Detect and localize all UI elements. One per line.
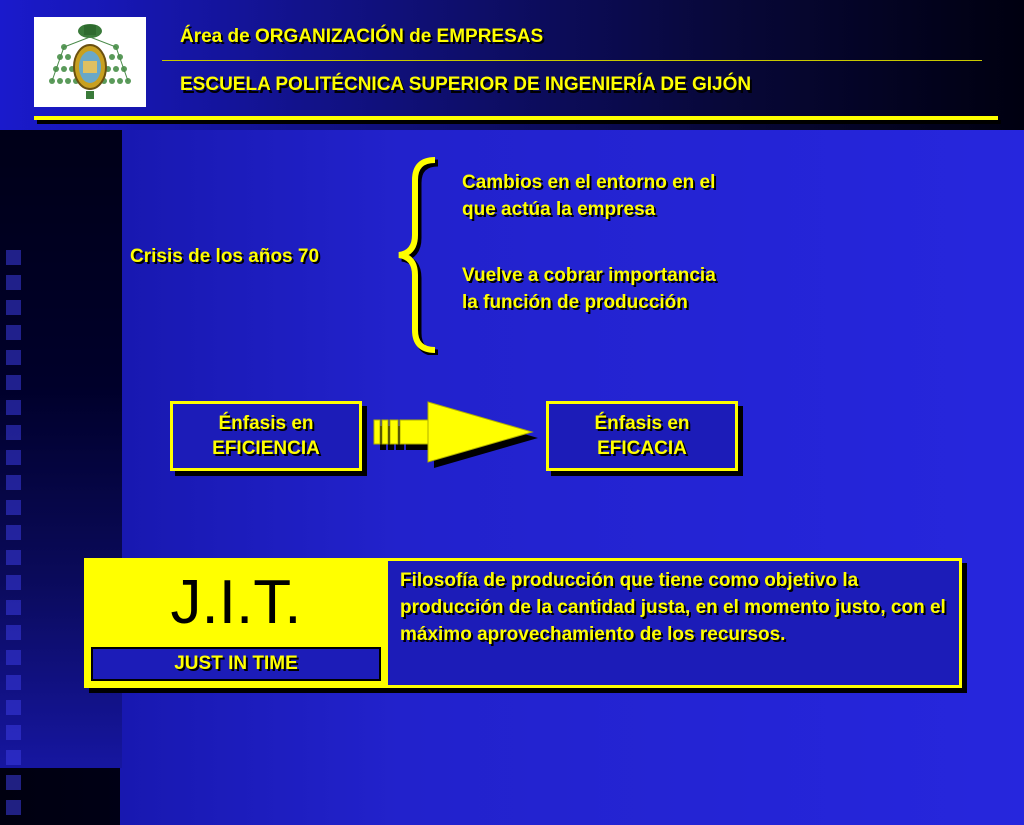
header-subtitle: ESCUELA POLITÉCNICA SUPERIOR DE INGENIER…: [180, 74, 752, 95]
header-band: [0, 0, 1024, 130]
university-crest-logo: [34, 17, 146, 107]
crisis-item-1: Cambios en el entorno en el que actúa la…: [462, 169, 715, 223]
efficacy-box-line1: Énfasis en: [594, 413, 690, 434]
jit-panel: J.I.T. JUST IN TIME Filosofía de producc…: [84, 558, 962, 688]
jit-expansion: JUST IN TIME: [91, 647, 381, 681]
crisis-item-2-line2: la función de producción: [462, 292, 688, 313]
jit-acronym: J.I.T.: [170, 568, 302, 637]
curly-brace-icon: [398, 157, 439, 355]
header-rule: [34, 116, 998, 120]
right-arrow-icon: [373, 401, 538, 468]
crisis-item-2-line1: Vuelve a cobrar importancia: [462, 265, 716, 286]
jit-acronym-panel: J.I.T. JUST IN TIME: [87, 561, 385, 685]
efficiency-box-line1: Énfasis en: [218, 413, 314, 434]
efficiency-box: Énfasis en EFICIENCIA: [170, 401, 362, 471]
header-title: Área de ORGANIZACIÓN de EMPRESAS: [180, 26, 544, 47]
header-divider: [162, 60, 982, 61]
crisis-item-1-line1: Cambios en el entorno en el: [462, 172, 716, 193]
jit-definition: Filosofía de producción que tiene como o…: [400, 570, 946, 645]
crisis-item-1-line2: que actúa la empresa: [462, 199, 656, 220]
decorative-squares: [6, 250, 26, 825]
efficiency-box-line2: EFICIENCIA: [212, 438, 320, 459]
efficacy-box: Énfasis en EFICACIA: [546, 401, 738, 471]
crisis-item-2: Vuelve a cobrar importancia la función d…: [462, 262, 716, 316]
jit-definition-panel: Filosofía de producción que tiene como o…: [385, 561, 959, 685]
crisis-label: Crisis de los años 70: [130, 246, 320, 267]
left-sidebar-band: [0, 130, 122, 815]
efficacy-box-line2: EFICACIA: [597, 438, 687, 459]
crest-icon: [49, 24, 131, 99]
